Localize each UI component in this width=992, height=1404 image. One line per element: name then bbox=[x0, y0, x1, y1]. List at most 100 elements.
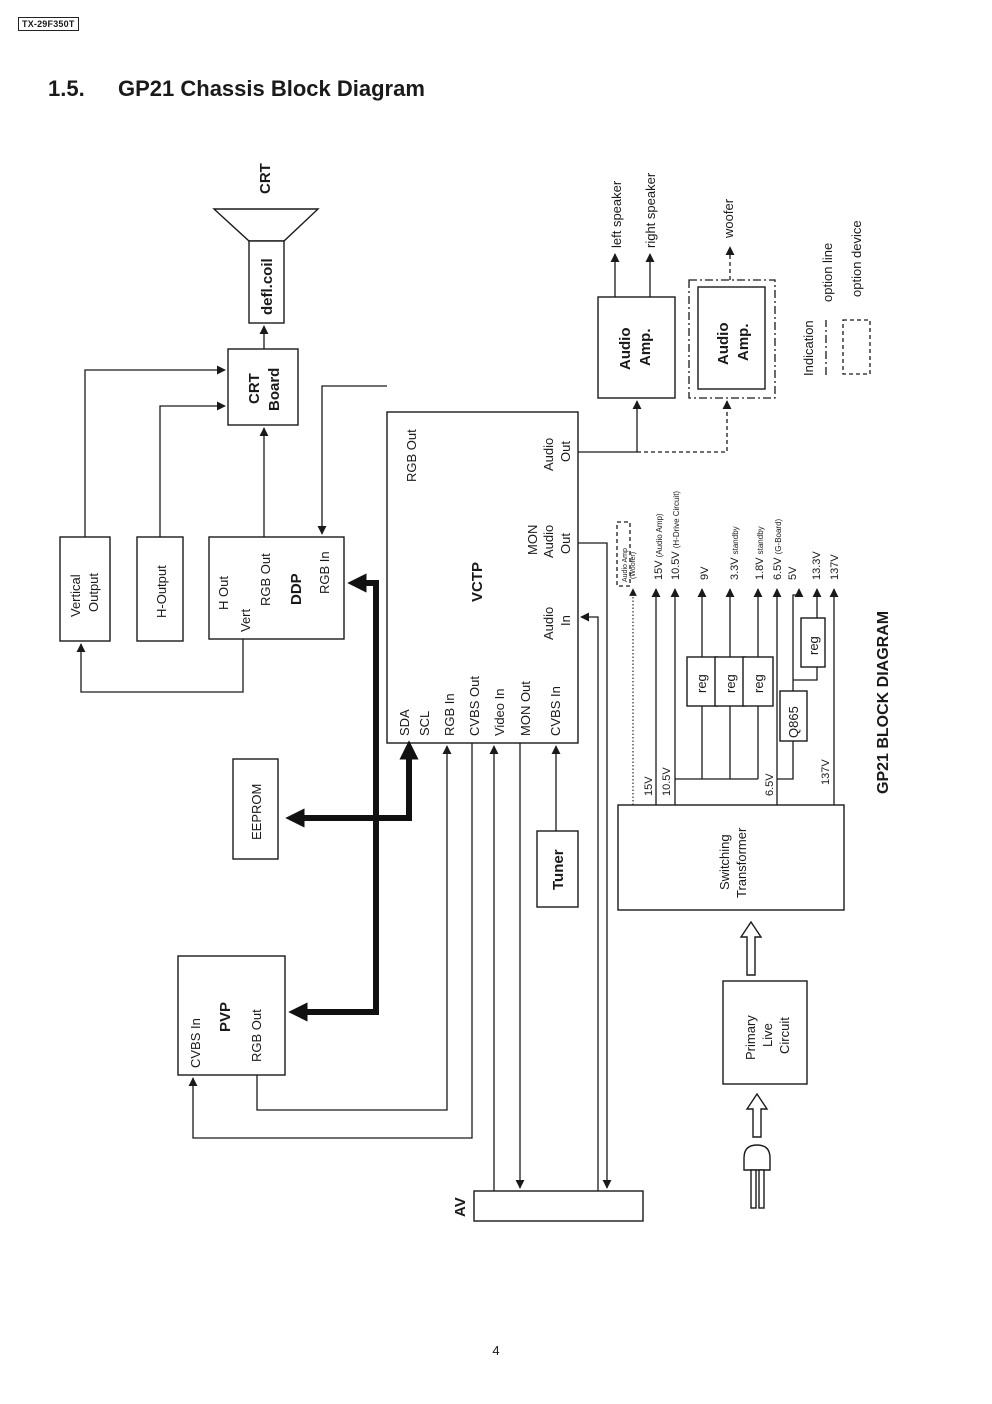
q865-box bbox=[779, 690, 808, 742]
defl-coil-label: defl.coil bbox=[259, 258, 276, 315]
vctp-mon-out-label: MON Out bbox=[518, 681, 533, 736]
input-10-5v-label: 10.5V bbox=[661, 767, 673, 796]
output-9v-label: 9V bbox=[699, 566, 711, 580]
section-title-text: GP21 Chassis Block Diagram bbox=[118, 76, 425, 101]
primary-label-3: Circuit bbox=[777, 1017, 792, 1054]
woofer-power-outline bbox=[616, 521, 631, 587]
vctp-mon-audio-label-1: MON bbox=[525, 525, 540, 555]
eeprom: EEPROM bbox=[232, 758, 279, 860]
input-137v-label: 137V bbox=[820, 759, 832, 785]
regulator-3: reg bbox=[742, 656, 774, 707]
input-15v-label: 15V bbox=[643, 776, 655, 796]
page-title: 1.5. GP21 Chassis Block Diagram bbox=[48, 76, 425, 102]
switching-transformer-box bbox=[617, 804, 845, 911]
woofer-amp-power-label-1: Audio Amp bbox=[622, 548, 629, 582]
av-label: AV bbox=[452, 1197, 469, 1217]
ddp-vert-to-vertical-line bbox=[76, 639, 244, 693]
bus-eeprom-line bbox=[285, 740, 419, 828]
ddp-name: DDP bbox=[288, 573, 305, 605]
crt-label: CRT bbox=[257, 163, 274, 194]
primary-to-transformer-arrow bbox=[739, 920, 763, 976]
page-number: 4 bbox=[492, 1343, 500, 1358]
vertical-output: Vertical Output bbox=[59, 536, 111, 642]
woofer-power-option: Audio Amp (Woofer) bbox=[616, 521, 637, 805]
q865-label: Q865 bbox=[786, 706, 801, 738]
audio-amp-box bbox=[597, 296, 676, 399]
vctp-video-in-label: Video In bbox=[492, 689, 507, 736]
audio-amp: Audio Amp. bbox=[597, 296, 676, 399]
section-number: 1.5. bbox=[48, 76, 85, 101]
crt-board-box bbox=[227, 348, 299, 426]
vctp-audio-to-amp-line bbox=[578, 400, 642, 453]
defl-coil-box bbox=[248, 240, 285, 324]
vctp-mon-audio-label-3: Out bbox=[558, 533, 573, 554]
vctp-cvbs-in-label: CVBS In bbox=[548, 686, 563, 736]
vertical-to-board-line bbox=[84, 365, 226, 537]
woofer-amp-label-2: Amp. bbox=[735, 324, 752, 362]
diagram-title: GP21 BLOCK DIAGRAM bbox=[875, 611, 892, 794]
h-output-box bbox=[136, 536, 184, 642]
h-output-label: H-Output bbox=[154, 565, 169, 618]
output-6-5v: 6.5V(G-Board) bbox=[772, 518, 784, 580]
primary-live-circuit: Primary Live Circuit bbox=[722, 980, 808, 1085]
regulator-1: reg bbox=[686, 656, 718, 707]
regulator-2: reg bbox=[714, 656, 746, 707]
woofer-audio-amp: Audio Amp. bbox=[688, 279, 776, 399]
audio-amp-label-2: Amp. bbox=[637, 329, 654, 367]
pvp-box bbox=[177, 955, 286, 1076]
vctp-audio-out-label-1: Audio bbox=[541, 438, 556, 471]
output-3-3v: 3.3Vstandby bbox=[729, 526, 741, 580]
ddp-h-out-label: H Out bbox=[216, 576, 231, 610]
av-box bbox=[473, 1190, 644, 1222]
plug-to-primary-arrow bbox=[745, 1092, 769, 1138]
indication-legend: Indication option line option device bbox=[801, 220, 871, 376]
output-15v: 15V(Audio Amp) bbox=[653, 513, 665, 580]
model-tag: TX-29F350T bbox=[18, 17, 79, 31]
crt-tube-shape bbox=[212, 208, 320, 242]
vertical-output-box bbox=[59, 536, 111, 642]
pvp-name: PVP bbox=[217, 1002, 234, 1032]
eeprom-box bbox=[232, 758, 279, 860]
vctp-audio-to-woofer-line bbox=[637, 400, 732, 453]
ddp-rgb-in-label: RGB In bbox=[317, 551, 332, 594]
crt: CRT defl.coil bbox=[212, 163, 320, 324]
regulator-4: reg bbox=[800, 617, 826, 668]
vctp-cvbs-to-pvp-line bbox=[188, 743, 473, 1139]
indication-title: Indication bbox=[801, 320, 816, 376]
reg-3-label: reg bbox=[751, 674, 766, 693]
vctp-rgb-in-label: RGB In bbox=[442, 693, 457, 736]
vctp-cvbs-out-label: CVBS Out bbox=[467, 676, 482, 736]
output-6-5v-label: 6.5V(G-Board) bbox=[772, 518, 784, 580]
av-audio-in-line bbox=[580, 612, 599, 1191]
reg-1-label: reg bbox=[694, 674, 709, 693]
output-1-8v: 1.8Vstandby bbox=[754, 526, 766, 580]
option-device-label: option device bbox=[849, 220, 864, 297]
mon-audio-to-av-line bbox=[578, 542, 612, 1189]
right-speaker-label: right speaker bbox=[643, 172, 658, 248]
option-device-sample bbox=[842, 319, 871, 375]
vctp: RGB Out Audio Out MON Audio Out VCTP Aud… bbox=[386, 411, 579, 744]
crt-board: CRT Board bbox=[227, 348, 299, 426]
vctp-sda-label: SDA bbox=[397, 709, 412, 736]
bus-ddp-line bbox=[347, 573, 379, 818]
rail-5v-line bbox=[792, 588, 804, 691]
woofer-amp-power-label-2: (Woofer) bbox=[630, 552, 637, 579]
reg-3-box bbox=[742, 656, 774, 707]
tuner-box bbox=[536, 830, 579, 908]
pvp: CVBS In PVP RGB Out bbox=[177, 955, 286, 1076]
vertical-output-label-1: Vertical bbox=[68, 574, 83, 617]
woofer-amp-box bbox=[697, 286, 766, 390]
h-output: H-Output bbox=[136, 536, 184, 642]
pvp-rgb-out-label: RGB Out bbox=[249, 1009, 264, 1062]
av: AV bbox=[452, 1190, 644, 1222]
tuner-label: Tuner bbox=[550, 849, 567, 890]
ddp: H Out Vert RGB Out DDP RGB In bbox=[208, 536, 345, 640]
crt-board-label-2: Board bbox=[266, 368, 283, 411]
reg-2-box bbox=[714, 656, 746, 707]
output-5v-label: 5V bbox=[787, 566, 799, 580]
houtput-to-board-line bbox=[159, 401, 226, 537]
switching-label-2: Transformer bbox=[734, 827, 749, 898]
output-10-5v-label: 10.5V(H-Drive Circuit) bbox=[670, 491, 682, 580]
woofer-option-outline bbox=[688, 279, 776, 399]
rail-reg4-feed bbox=[793, 667, 818, 681]
